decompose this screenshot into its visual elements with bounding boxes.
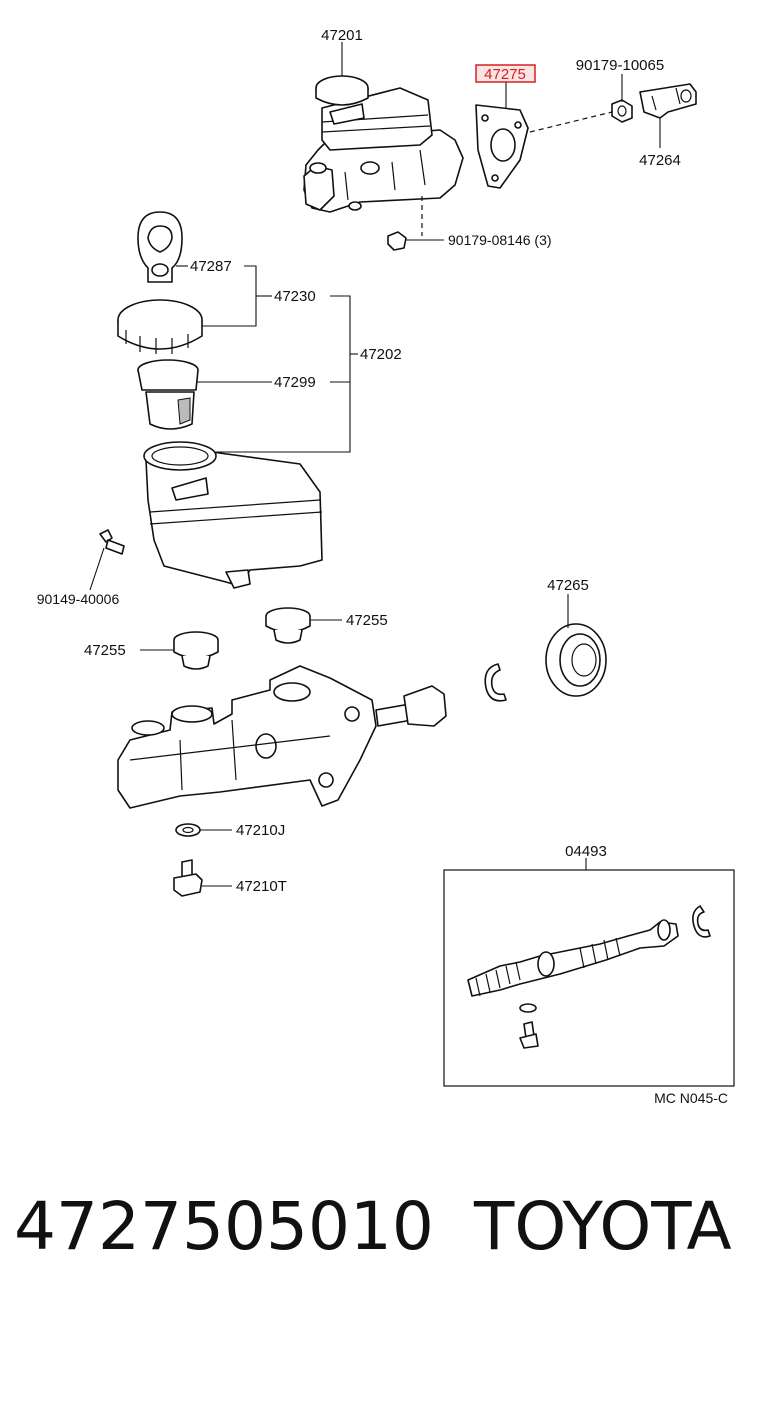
callout-47265: 47265 bbox=[547, 577, 589, 594]
callout-47230: 47230 bbox=[274, 288, 316, 305]
callout-47201: 47201 bbox=[321, 27, 363, 44]
callout-47255-right: 47255 bbox=[346, 612, 388, 629]
nut-90179-10065 bbox=[611, 99, 633, 123]
master-cylinder-assembly-top bbox=[303, 75, 464, 213]
footer: 4727505010 TOYOTA bbox=[0, 1188, 768, 1288]
kit-box-04493 bbox=[443, 869, 735, 1087]
gasket-47275 bbox=[475, 104, 529, 189]
callout-90179-08146: 90179-08146 (3) bbox=[448, 232, 552, 248]
callout-47202: 47202 bbox=[360, 346, 402, 363]
bolt-90179-08146 bbox=[387, 231, 407, 251]
seal-47265 bbox=[545, 623, 607, 697]
part-number: 4727505010 bbox=[14, 1188, 434, 1265]
brand-name: TOYOTA bbox=[474, 1188, 732, 1265]
cap-47230 bbox=[117, 299, 203, 354]
callout-47299: 47299 bbox=[274, 374, 316, 391]
callout-labels: 47201 47275 90179-10065 47264 90179-0814… bbox=[37, 27, 728, 1106]
callout-90149-40006: 90149-40006 bbox=[37, 591, 120, 607]
callout-90179-10065: 90179-10065 bbox=[576, 57, 664, 74]
callout-47210T: 47210T bbox=[236, 878, 287, 895]
diagram-reference-code: MC N045-C bbox=[654, 1090, 728, 1106]
callout-47287: 47287 bbox=[190, 258, 232, 275]
reservoir-tank bbox=[143, 441, 323, 589]
bolt-47210T bbox=[173, 859, 203, 897]
grommet-47255-right bbox=[265, 607, 311, 644]
screw-90149-40006 bbox=[99, 529, 125, 555]
leader-lines bbox=[89, 42, 661, 887]
master-cylinder-body bbox=[117, 665, 447, 809]
strainer-47299 bbox=[137, 359, 199, 430]
bracket-47264 bbox=[639, 83, 697, 119]
retainer-clip bbox=[484, 663, 507, 702]
clip-47287 bbox=[137, 211, 183, 283]
callout-04493: 04493 bbox=[565, 843, 607, 860]
callout-47275-highlighted[interactable]: 47275 bbox=[484, 66, 526, 83]
callout-47255-left: 47255 bbox=[84, 642, 126, 659]
callout-47264: 47264 bbox=[639, 152, 681, 169]
callout-47210J: 47210J bbox=[236, 822, 285, 839]
grommet-47255-left bbox=[173, 631, 219, 670]
highlight-box bbox=[475, 64, 536, 83]
washer-47210J bbox=[175, 823, 201, 837]
parts-diagram: 47201 47275 90179-10065 47264 90179-0814… bbox=[37, 27, 735, 1106]
